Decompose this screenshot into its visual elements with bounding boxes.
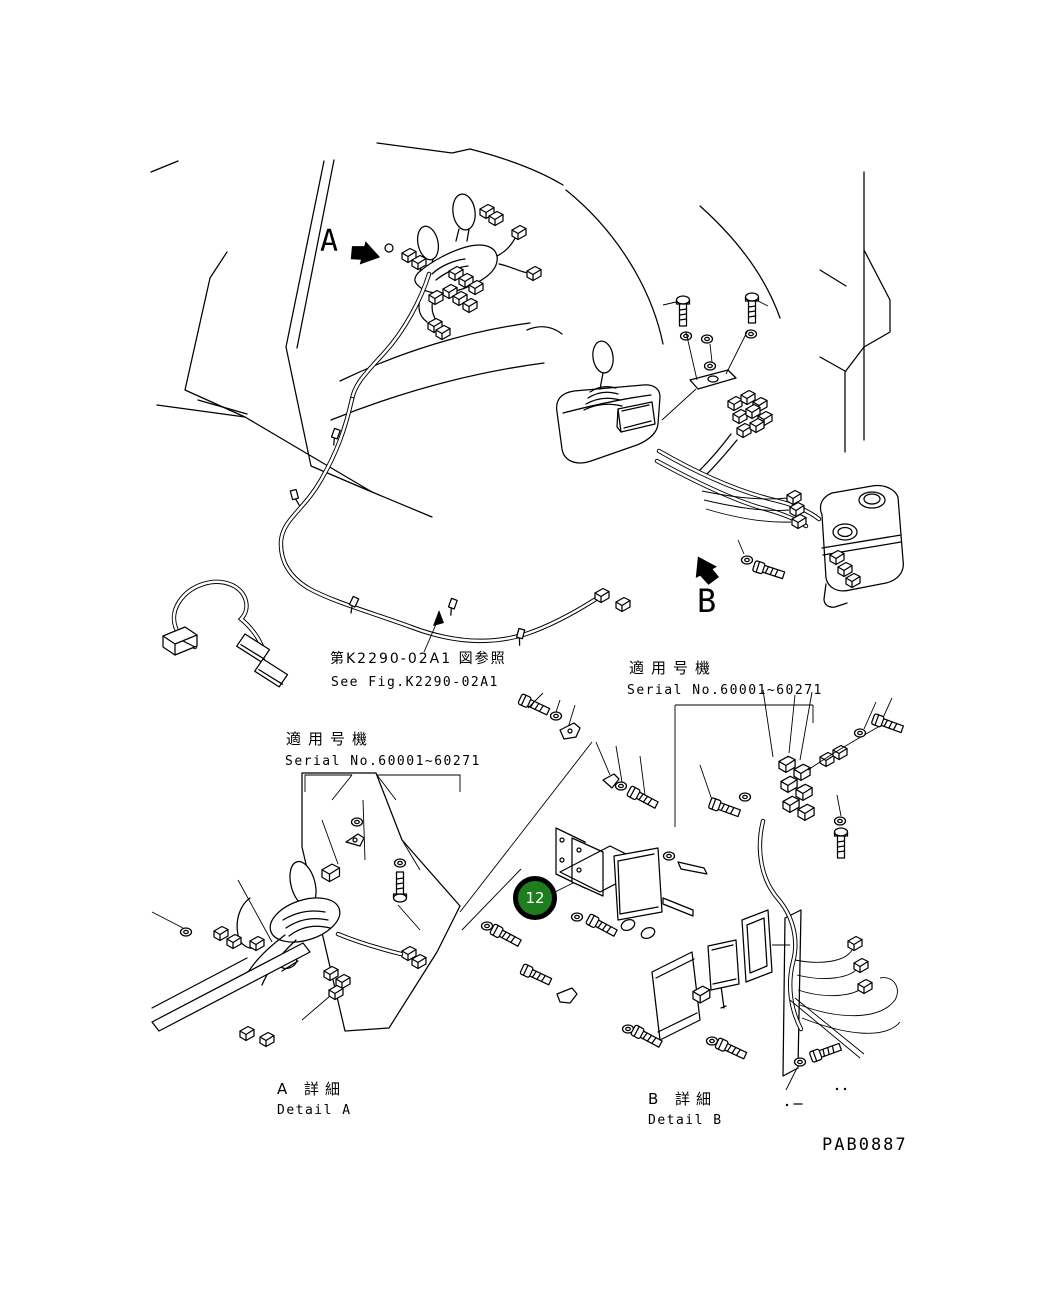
view-a-arrow-icon (350, 241, 381, 265)
center-console-joystick (557, 340, 660, 463)
view-b-label: B (697, 582, 717, 620)
mounting-bolts (662, 292, 768, 420)
serial-left-range: Serial No.60001~60271 (285, 754, 481, 769)
figure-reference-en: See Fig.K2290-02A1 (331, 675, 499, 690)
serial-right-range: Serial No.60001~60271 (627, 683, 823, 698)
view-a-label: A (320, 224, 339, 259)
serial-bracket-left (305, 775, 460, 800)
detail-a-view (152, 773, 460, 1048)
washer-tank (820, 486, 903, 608)
view-b-bolt (738, 540, 786, 582)
figure-reference-arrow (424, 610, 444, 652)
figure-code: PAB0887 (822, 1135, 908, 1155)
part-marker-12[interactable]: 12 (513, 876, 557, 920)
serial-left-title: 適用号機 (286, 730, 375, 748)
cab-frame (151, 143, 890, 517)
main-harness (163, 274, 631, 689)
part-marker-number: 12 (525, 889, 545, 907)
detail-b-title-jp: B 詳細 (648, 1090, 718, 1108)
serial-right-title: 適用号機 (629, 659, 718, 677)
detail-b-title-en: Detail B (648, 1113, 723, 1128)
detail-a-title-jp: A 詳細 (277, 1080, 347, 1098)
figure-reference-jp: 第K2290-02A1 図参照 (330, 651, 507, 667)
serial-bracket-right (675, 705, 813, 827)
detail-b-view (460, 690, 905, 1107)
detail-a-title-en: Detail A (277, 1103, 352, 1118)
harness-to-tank (657, 451, 819, 530)
view-b-arrow-icon (695, 556, 720, 585)
relay-cluster (700, 389, 773, 476)
